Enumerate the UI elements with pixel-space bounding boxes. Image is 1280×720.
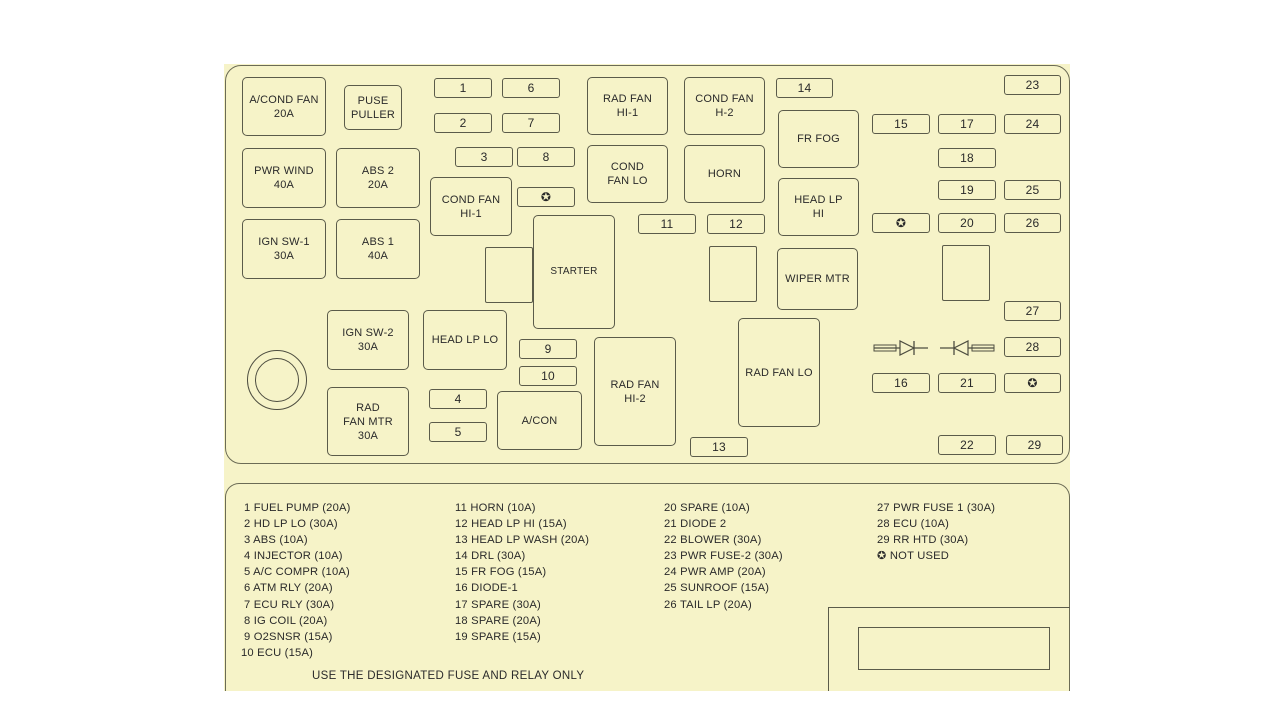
relay-rad-fan-hi2: RAD FAN HI-2: [594, 337, 676, 446]
not-used-slot: ✪: [1004, 373, 1061, 393]
diode-1-icon: [873, 340, 928, 356]
starter-side-block: [485, 247, 533, 303]
fuse-10: 10: [519, 366, 577, 386]
diode-2-icon: [940, 340, 995, 356]
legend-item: 25 SUNROOF (15A): [664, 582, 770, 595]
legend-item: 7 ECU RLY (30A): [244, 598, 335, 611]
legend-item: 11 HORN (10A): [455, 502, 536, 514]
relay-starter: STARTER: [533, 215, 615, 329]
fuse-5: 5: [429, 422, 487, 442]
label-area: [828, 607, 1070, 691]
legend-item: 17 SPARE (30A): [455, 598, 541, 611]
relay-rad-fan-lo: RAD FAN LO: [738, 318, 820, 427]
fuse-23: 23: [1004, 75, 1061, 95]
legend-item: 12 HEAD LP HI (15A): [455, 518, 567, 531]
legend-item: 22 BLOWER (30A): [664, 534, 762, 547]
fuse-19: 19: [938, 180, 996, 200]
relay-head-lp-lo: HEAD LP LO: [423, 310, 507, 370]
fuse-11: 11: [638, 214, 696, 234]
relay-fr-fog: FR FOG: [778, 110, 859, 168]
legend-item: 2 HD LP LO (30A): [244, 518, 338, 531]
legend-item: 28 ECU (10A): [877, 518, 950, 531]
fuse-2: 2: [434, 113, 492, 133]
ground-stud-outer: [247, 350, 307, 410]
relay-cond-fan-lo: COND FAN LO: [587, 145, 668, 203]
fuse-4: 4: [429, 389, 487, 409]
fuse-15: 15: [872, 114, 930, 134]
legend-item: 1 FUEL PUMP (20A): [244, 502, 351, 514]
fuse-7: 7: [502, 113, 560, 133]
not-used-slot: ✪: [517, 187, 575, 207]
relay-pwr-wind: PWR WIND 40A: [242, 148, 326, 208]
fuse-3: 3: [455, 147, 513, 167]
fuse-1: 1: [434, 78, 492, 98]
legend-item: 19 SPARE (15A): [455, 630, 541, 643]
legend-item: 6 ATM RLY (20A): [244, 582, 333, 595]
relay-head-lp-hi: HEAD LP HI: [778, 178, 859, 236]
legend-item: 20 SPARE (10A): [664, 502, 750, 514]
legend-item: 23 PWR FUSE-2 (30A): [664, 550, 783, 563]
usage-notice: USE THE DESIGNATED FUSE AND RELAY ONLY: [312, 670, 585, 682]
relay-wiper-mtr: WIPER MTR: [777, 248, 858, 310]
legend-item-not-used: ✪ NOT USED: [877, 550, 950, 563]
fuse-legend-area: [225, 483, 1070, 691]
relay-fuse-puller: PUSE PULLER: [344, 85, 402, 130]
block-under-20: [942, 245, 990, 301]
fuse-8: 8: [517, 147, 575, 167]
relay-abs2: ABS 2 20A: [336, 148, 420, 208]
relay-rad-fan-mtr: RAD FAN MTR 30A: [327, 387, 409, 456]
legend-item: 4 INJECTOR (10A): [244, 550, 343, 563]
fuse-26: 26: [1004, 213, 1061, 233]
fuse-12: 12: [707, 214, 765, 234]
not-used-slot: ✪: [872, 213, 930, 233]
fuse-6: 6: [502, 78, 560, 98]
relay-cond-fan-h2: COND FAN H-2: [684, 77, 765, 135]
legend-column-2: 11 HORN (10A) 12 HEAD LP HI (15A) 13 HEA…: [455, 500, 589, 645]
legend-item: 27 PWR FUSE 1 (30A): [877, 502, 996, 514]
block-under-12: [709, 246, 757, 302]
ground-stud-inner: [255, 358, 299, 402]
fuse-21: 21: [938, 373, 996, 393]
legend-item: 24 PWR AMP (20A): [664, 566, 766, 579]
legend-item: 10 ECU (15A): [241, 646, 314, 659]
fuse-box-layout: [225, 65, 1070, 464]
label-box: [858, 627, 1050, 670]
fuse-20: 20: [938, 213, 996, 233]
fuse-14: 14: [776, 78, 833, 98]
legend-item: 18 SPARE (20A): [455, 614, 541, 627]
legend-item: 26 TAIL LP (20A): [664, 598, 752, 611]
legend-item: 5 A/C COMPR (10A): [244, 566, 350, 579]
legend-column-3: 20 SPARE (10A) 21 DIODE 2 22 BLOWER (30A…: [664, 500, 783, 613]
fuse-18: 18: [938, 148, 996, 168]
relay-cond-fan-hi1: COND FAN HI-1: [430, 177, 512, 236]
relay-horn: HORN: [684, 145, 765, 203]
legend-item: 15 FR FOG (15A): [455, 566, 547, 579]
relay-acon: A/CON: [497, 391, 582, 450]
legend-item: 9 O2SNSR (15A): [244, 630, 333, 643]
fuse-24: 24: [1004, 114, 1061, 134]
legend-item: 29 RR HTD (30A): [877, 534, 969, 547]
legend-item: 13 HEAD LP WASH (20A): [455, 534, 590, 547]
fuse-25: 25: [1004, 180, 1061, 200]
relay-abs1: ABS 1 40A: [336, 219, 420, 279]
fuse-29: 29: [1006, 435, 1063, 455]
legend-column-1: 1 FUEL PUMP (20A) 2 HD LP LO (30A) 3 ABS…: [241, 500, 351, 661]
fuse-17: 17: [938, 114, 996, 134]
legend-item: 8 IG COIL (20A): [244, 614, 328, 627]
relay-ign-sw1: IGN SW-1 30A: [242, 219, 326, 279]
legend-item: 14 DRL (30A): [455, 550, 526, 563]
fuse-28: 28: [1004, 337, 1061, 357]
relay-acond-fan: A/COND FAN 20A: [242, 77, 326, 136]
legend-item: 21 DIODE 2: [664, 518, 727, 531]
legend-item: 3 ABS (10A): [244, 534, 308, 547]
fuse-16: 16: [872, 373, 930, 393]
fuse-9: 9: [519, 339, 577, 359]
relay-rad-fan-hi1: RAD FAN HI-1: [587, 77, 668, 135]
legend-column-4: 27 PWR FUSE 1 (30A) 28 ECU (10A) 29 RR H…: [877, 500, 995, 564]
fuse-27: 27: [1004, 301, 1061, 321]
legend-item: 16 DIODE-1: [455, 582, 518, 595]
relay-ign-sw2: IGN SW-2 30A: [327, 310, 409, 370]
fuse-22: 22: [938, 435, 996, 455]
fuse-13: 13: [690, 437, 748, 457]
